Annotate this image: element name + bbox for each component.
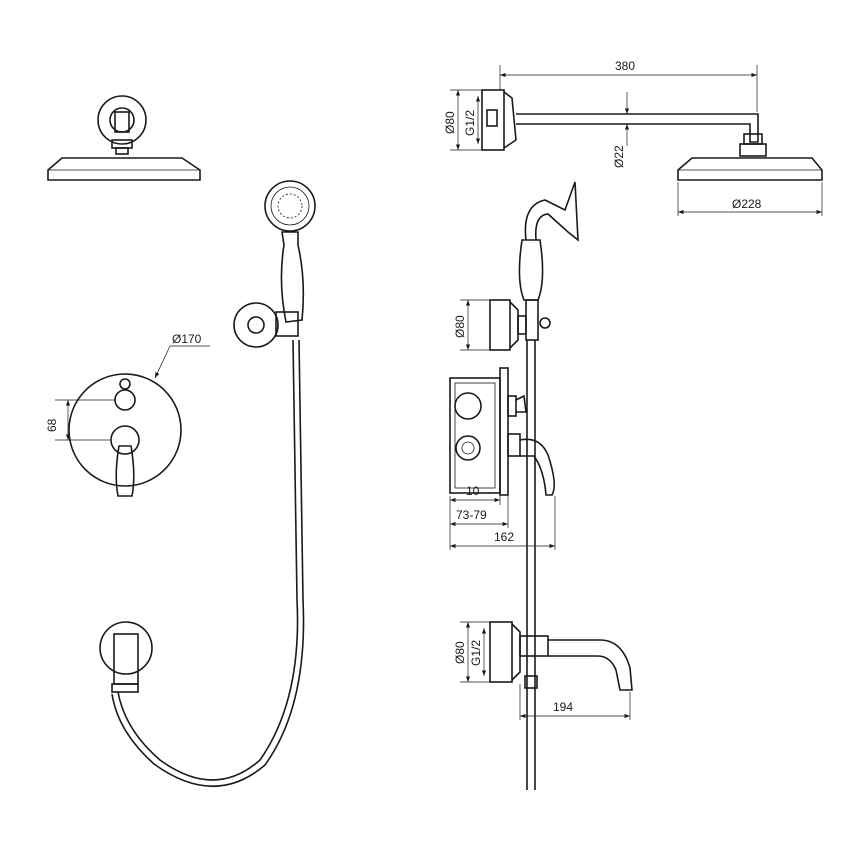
dim-mixer-spacing: 68 [45,418,59,432]
overhead-shower-side-view: 380 Ø80 G1/2 Ø22 Ø228 [443,59,823,216]
dim-box-depth: 73-79 [456,508,487,522]
dim-spout-length: 194 [553,700,573,714]
dim-head-diameter: Ø228 [732,197,762,211]
dim-mixer-total-depth: 162 [494,530,514,544]
spout-front-view [99,621,153,693]
dim-top-thread: G1/2 [463,110,477,136]
dim-mixer-plate-diameter: Ø170 [172,332,202,346]
dim-spout-flange-diameter: Ø80 [453,641,467,664]
dim-holder-flange-diameter: Ø80 [453,315,467,338]
mixer-side-view: 10 73-79 162 [449,367,556,550]
dim-top-flange-diameter: Ø80 [443,111,457,134]
overhead-shower-front-view [47,95,201,181]
dim-spout-thread: G1/2 [469,640,483,666]
dim-arm-length: 380 [615,59,635,73]
mixer-front-view: Ø170 68 [45,332,210,497]
hand-shower-front-view [111,180,316,788]
dim-box-offset: 10 [466,484,480,498]
spout-side-view: Ø80 G1/2 194 [453,621,633,720]
dim-arm-diameter: Ø22 [612,145,626,168]
